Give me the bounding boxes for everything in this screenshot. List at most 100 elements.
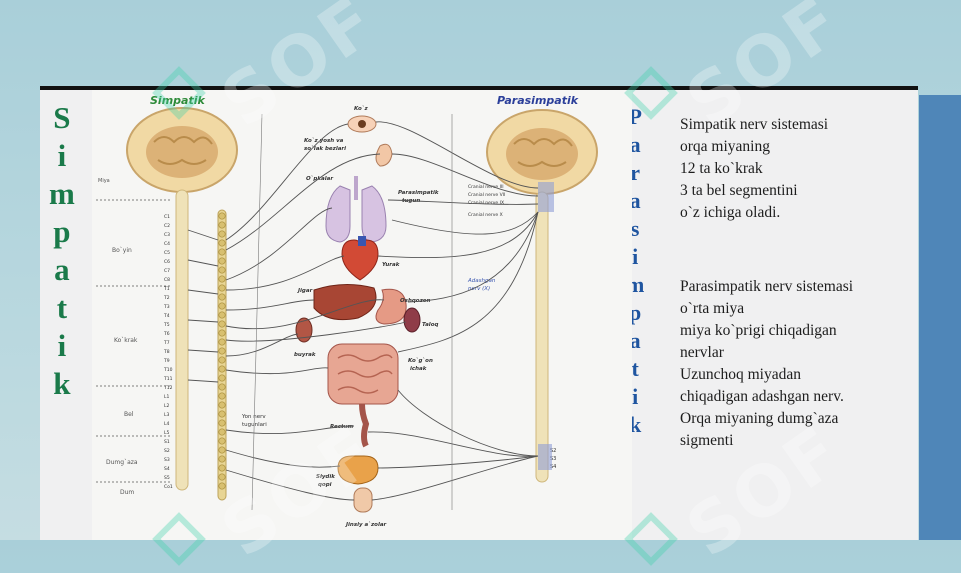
vertical-parasimpatik-letter-9: t [631, 356, 639, 381]
brain-right [486, 109, 598, 195]
nerve-pathways [187, 113, 539, 511]
segment-label-t9: T9 [163, 358, 170, 364]
segment-label-c5: C5 [164, 250, 170, 256]
vertical-parasimpatik-letter-8: a [629, 328, 641, 353]
chain-ganglion-l2 [218, 401, 226, 409]
label-jinsiy: Jinsiy a`zolar [345, 522, 387, 528]
segment-label-c6: C6 [164, 259, 170, 265]
cranial-nuclei [538, 182, 554, 212]
sympathetic-chain-ganglia [218, 212, 226, 490]
label-qovuq: Siydik [316, 474, 335, 480]
vertical-parasimpatik-letter-11: k [629, 412, 642, 437]
vertical-simpatik-letter-7: k [53, 366, 71, 401]
stomach-organ [375, 288, 407, 325]
chain-ganglion-c2 [218, 221, 226, 229]
segment-label-s5: S5 [164, 475, 170, 481]
label-nerv-x: nerv (X) [468, 286, 490, 292]
vertical-parasimpatik-letter-10: i [632, 384, 639, 409]
eye-organ [347, 115, 377, 133]
label-buyrak: buyrak [294, 352, 316, 358]
spinal-cord-right [535, 191, 549, 483]
label-qopi: qopi [318, 482, 332, 488]
vertical-parasimpatik-letter-7: p [629, 300, 642, 325]
label-taloq: Taloq [422, 322, 438, 328]
chain-ganglion-s2 [218, 446, 226, 454]
simpatik-text-line-4: o`z ichiga oladi. [680, 204, 781, 221]
label-dumgaza: Dumg`aza [106, 459, 138, 466]
label-miya: Miya [98, 178, 110, 184]
label-dum: Dum [120, 489, 134, 496]
segment-label-t7: T7 [163, 340, 170, 346]
chain-ganglion-t11 [218, 374, 226, 382]
label-cranial-9: Cranial nerve IX [468, 200, 504, 206]
parasimpatik-text-line-2: miya ko`prigi chiqadigan [680, 322, 837, 339]
segment-label-l4: L4 [164, 421, 170, 427]
simpatik-text-line-3: 3 ta bel segmentini [680, 182, 798, 199]
label-parasimpatik-tugun: Parasimpatik [398, 190, 439, 196]
vertical-simpatik-letter-2: m [49, 176, 75, 211]
segment-label-c4: C4 [164, 241, 170, 247]
bladder-organ [337, 455, 379, 485]
vertical-parasimpatik-letter-2: r [630, 160, 641, 185]
label-jigar: Jigar [297, 288, 313, 294]
simpatik-text-line-2: 12 ta ko`krak [680, 160, 763, 177]
heart-organ [341, 236, 379, 281]
chain-ganglion-t12 [218, 383, 226, 391]
segment-label-t1: T1 [163, 286, 170, 292]
label-oshqozon: Oshqozon [400, 298, 431, 304]
segment-label-s3: S3 [164, 457, 170, 463]
chain-ganglion-l4 [218, 419, 226, 427]
diagram-title-simpatik: Simpatik [150, 94, 205, 107]
spleen-organ [403, 307, 421, 333]
region-dividers [96, 199, 172, 483]
label-adashgan: Adashgan [467, 278, 496, 284]
segment-label-c2: C2 [164, 223, 170, 229]
lungs-organ [325, 176, 387, 243]
segment-label-c7: C7 [164, 268, 170, 274]
label-tugunlari: tugunlari [242, 422, 267, 428]
spinal-cord-left [175, 189, 189, 491]
segment-label-t6: T6 [163, 331, 170, 337]
label-kozyosh: Ko`z yosh va [304, 138, 344, 144]
segment-label-l2: L2 [164, 403, 170, 409]
chain-ganglion-c8 [218, 275, 226, 283]
segment-label-t11: T11 [163, 376, 173, 382]
label-bel: Bel [124, 411, 134, 418]
segment-label-t8: T8 [163, 349, 170, 355]
kidney-organ [295, 317, 313, 343]
chain-ganglion-t3 [218, 302, 226, 310]
liver-organ [313, 284, 377, 321]
segment-label-s1: S1 [164, 439, 170, 445]
label-boyin: Bo`yin [112, 247, 132, 254]
parasimpatik-text-line-6: Orqa miyaning dumg`aza [680, 410, 839, 427]
chain-ganglion-t1 [218, 284, 226, 292]
chain-ganglion-c3 [218, 230, 226, 238]
parasimpatik-text-line-1: o`rta miya [680, 300, 745, 317]
chain-ganglion-t9 [218, 356, 226, 364]
segment-label-c1: C1 [164, 214, 170, 220]
label-opkalar: O`pkalar [306, 176, 333, 182]
parasimpatik-text-line-4: Uzunchoq miyadan [680, 366, 801, 383]
chain-ganglion-l1 [218, 392, 226, 400]
chain-ganglion-t6 [218, 329, 226, 337]
parasimpatik-text-line-0: Parasimpatik nerv sistemasi [680, 278, 854, 295]
chain-ganglion-c5 [218, 248, 226, 256]
diagram-title-parasimpatik: Parasimpatik [497, 94, 579, 107]
vertical-parasimpatik-letter-1: a [629, 132, 641, 157]
simpatik-text-line-0: Simpatik nerv sistemasi [680, 116, 829, 133]
right-accent-strip [919, 95, 961, 540]
chain-ganglion-t5 [218, 320, 226, 328]
chain-ganglion-t10 [218, 365, 226, 373]
chain-ganglion-t8 [218, 347, 226, 355]
segment-label-l5: L5 [164, 430, 170, 436]
segment-label-s4: S4 [164, 466, 170, 472]
label-yurak: Yurak [382, 262, 400, 268]
segment-label-l3: L3 [164, 412, 170, 418]
label-cranial-7: Cranial nerve VII [468, 192, 505, 198]
vertical-parasimpatik-letter-5: i [632, 244, 639, 269]
chain-ganglion-t2 [218, 293, 226, 301]
label-cranial-3: Cranial nerve III [468, 184, 504, 190]
label-cranial-10: Cranial nerve X [468, 212, 503, 218]
brain-left [126, 107, 238, 193]
